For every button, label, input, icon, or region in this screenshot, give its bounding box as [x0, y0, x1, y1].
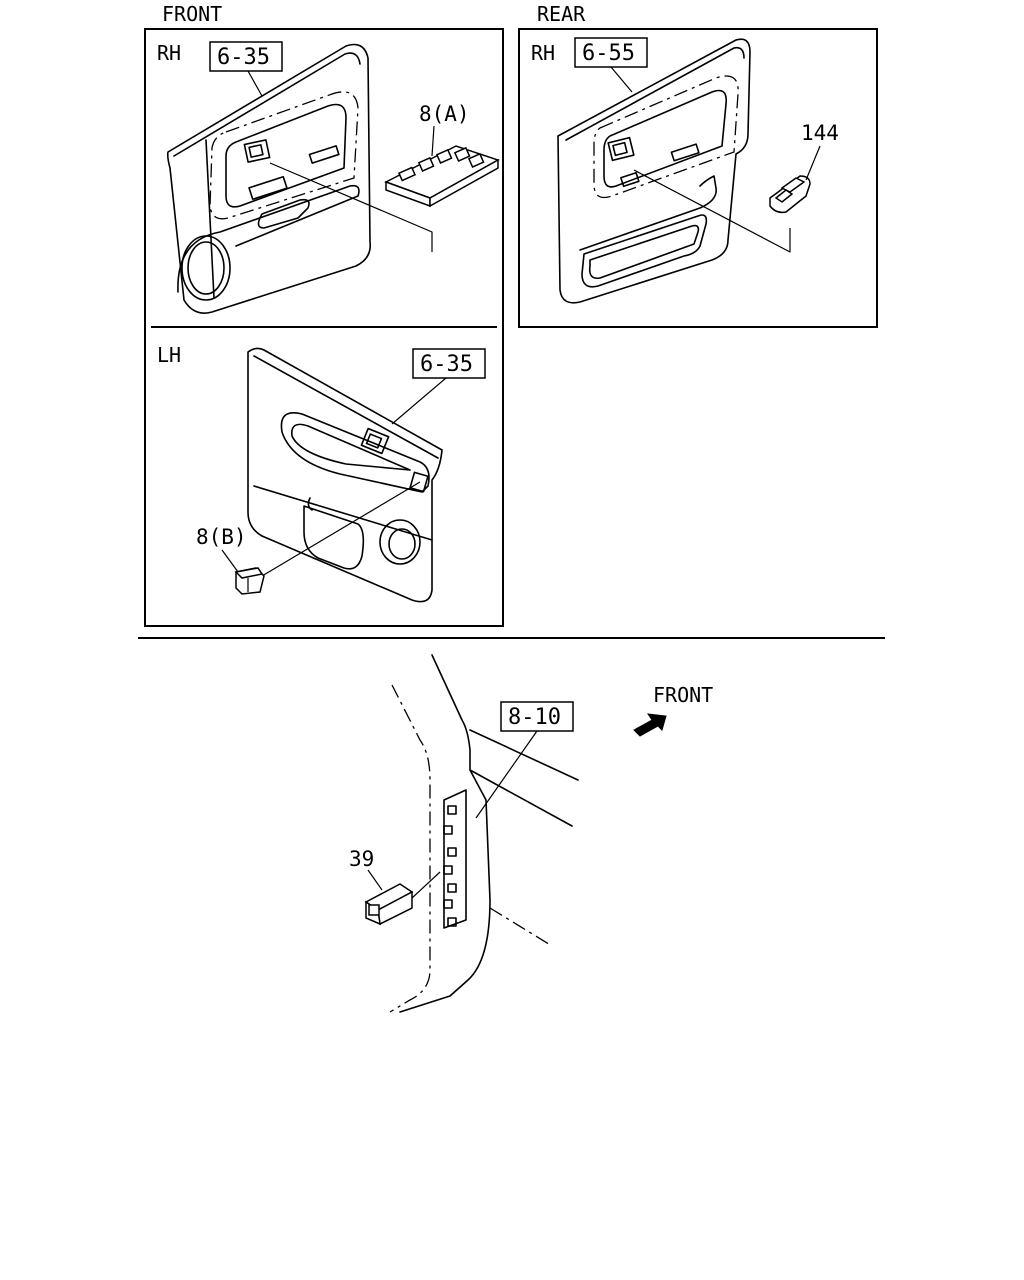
rear-rh-side-label: RH	[531, 41, 555, 65]
rear-rh-part-label: 144	[801, 121, 839, 145]
front-lh-window-switch	[234, 567, 265, 595]
front-rh-part-label: 8(A)	[419, 102, 470, 126]
front-rh-ref-box	[209, 41, 283, 72]
relay-component	[364, 883, 414, 926]
front-lh-ref-box	[412, 348, 486, 379]
rear-frame	[518, 28, 878, 328]
relay-block	[443, 789, 467, 929]
rear-section-label: REAR	[537, 2, 586, 26]
front-lh-part-label: 8(B)	[196, 525, 247, 549]
front-rh-panel: RH 6-35	[157, 41, 500, 314]
front-lh-door-trim	[247, 347, 443, 603]
lower-body-panel	[389, 654, 579, 1013]
rear-rh-ref-box	[574, 37, 648, 68]
lower-part-label: 39	[349, 847, 374, 871]
front-lh-panel: LH 6-35 8(B)	[157, 343, 486, 603]
front-rh-door-trim	[166, 43, 372, 314]
front-rh-ref-label: 6-35	[217, 45, 270, 70]
direction-label: FRONT	[653, 683, 713, 707]
front-frame	[144, 28, 504, 627]
arrow-icon	[633, 713, 667, 737]
front-rh-window-switch	[384, 145, 500, 208]
rear-rh-ref-label: 6-55	[582, 41, 635, 66]
front-lh-ref-label: 6-35	[420, 352, 473, 377]
front-rh-side-label: RH	[157, 41, 181, 65]
rear-rh-door-trim	[557, 38, 751, 304]
front-section-label: FRONT	[162, 2, 222, 26]
rear-rh-panel: RH 6-55 144	[531, 37, 839, 304]
lower-ref-label: 8-10	[508, 705, 561, 730]
rear-rh-window-switch	[769, 175, 811, 214]
front-lh-side-label: LH	[157, 343, 181, 367]
